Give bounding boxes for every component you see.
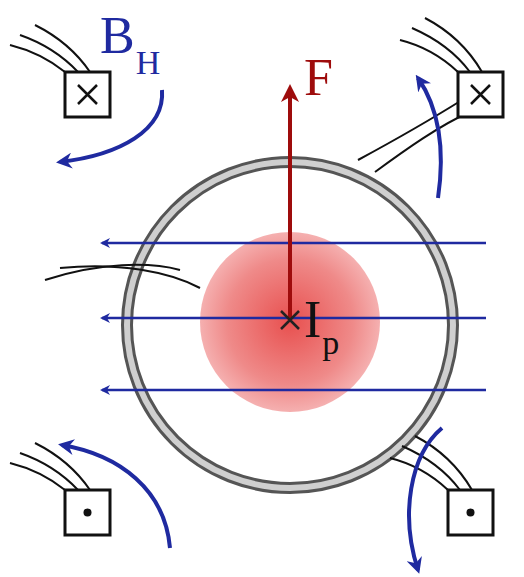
- vacuum-vessel: [45, 100, 470, 488]
- current-subscript: p: [322, 326, 339, 360]
- coil: [390, 436, 493, 535]
- coil: [10, 443, 110, 535]
- force-label: F: [304, 52, 333, 104]
- force-arrow: [288, 88, 292, 320]
- current-cross: [281, 311, 299, 329]
- current-label: I: [304, 294, 321, 346]
- coil: [400, 18, 503, 117]
- coil: [10, 25, 110, 117]
- field-lines: [102, 243, 486, 390]
- field-arrows: [60, 78, 442, 570]
- field-label: B: [100, 10, 135, 62]
- field-subscript: H: [136, 46, 161, 80]
